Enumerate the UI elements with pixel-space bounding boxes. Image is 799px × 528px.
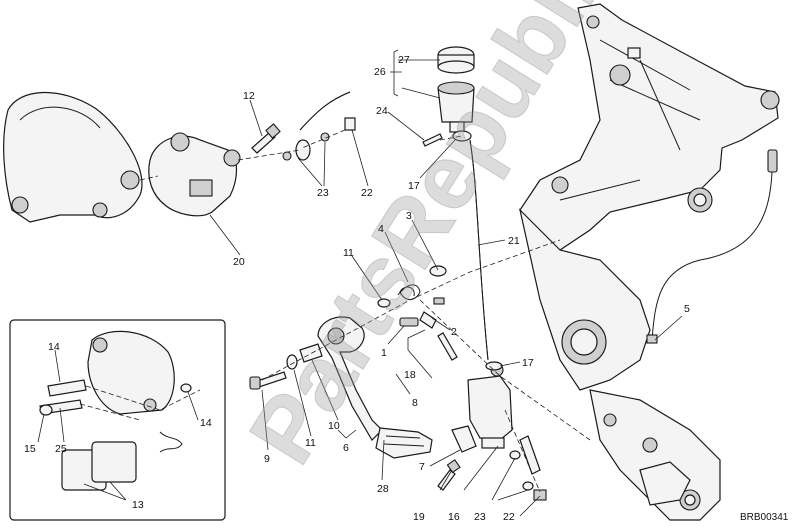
callout-22-lower: 22 <box>503 511 515 523</box>
master-cylinder-bolt <box>437 459 461 491</box>
caliper-bolt <box>251 123 281 154</box>
callout-26: 26 <box>374 66 386 78</box>
callout-10: 10 <box>328 420 340 432</box>
callout-5: 5 <box>684 303 690 315</box>
pedal-pivot-bolt <box>249 343 323 390</box>
brake-pedal <box>317 316 433 459</box>
callout-22-upper: 22 <box>361 187 373 199</box>
callout-23-lower: 23 <box>474 511 486 523</box>
callout-15: 15 <box>24 443 36 455</box>
callout-23-upper: 23 <box>317 187 329 199</box>
callout-14-left: 14 <box>48 341 60 353</box>
lower-banjo-bolt <box>509 435 547 501</box>
hose-clamp-lower <box>485 361 503 371</box>
pivot-pin <box>399 297 458 361</box>
callout-12: 12 <box>243 90 255 102</box>
callout-18: 18 <box>404 369 416 381</box>
return-spring <box>377 265 447 308</box>
callout-16: 16 <box>448 511 460 523</box>
callout-11-upper: 11 <box>343 247 354 259</box>
watermark: PartsRepublik <box>230 0 645 481</box>
footpeg-bracket <box>589 389 721 521</box>
callout-2: 2 <box>451 326 457 338</box>
callout-7: 7 <box>419 461 425 473</box>
callout-17-upper: 17 <box>408 180 420 192</box>
brake-fluid-reservoir <box>437 46 475 133</box>
brake-hose <box>282 91 356 161</box>
assembly-dashed-lines <box>79 129 591 493</box>
callout-17-lower: 17 <box>522 357 534 369</box>
callout-4: 4 <box>378 223 384 235</box>
frame-assembly <box>518 3 780 391</box>
abs-sensor-cable <box>646 149 778 344</box>
callout-11-lower: 11 <box>305 437 316 449</box>
leader-lines <box>37 49 683 517</box>
callout-28: 28 <box>377 483 389 495</box>
callout-3: 3 <box>406 210 412 222</box>
callout-8: 8 <box>412 397 418 409</box>
diagram-reference-code: BRB00341 <box>740 512 789 523</box>
callout-19: 19 <box>413 511 425 523</box>
callout-9: 9 <box>264 453 270 465</box>
callout-13: 13 <box>132 499 144 511</box>
caliper-bracket <box>3 91 143 223</box>
callout-25: 25 <box>55 443 67 455</box>
rear-master-cylinder <box>451 363 513 453</box>
rear-caliper <box>148 132 241 217</box>
callout-labels: 12 20 23 22 27 26 24 17 3 21 11 4 2 1 18… <box>24 54 690 523</box>
hose-clamp-upper <box>452 130 472 142</box>
reservoir-screw <box>422 133 443 147</box>
callout-21: 21 <box>508 235 520 247</box>
callout-1: 1 <box>381 347 387 359</box>
callout-6: 6 <box>343 442 349 454</box>
callout-20: 20 <box>233 256 245 268</box>
reservoir-hose <box>469 139 489 361</box>
callout-27: 27 <box>398 54 410 66</box>
callout-14-right: 14 <box>200 417 212 429</box>
callout-24: 24 <box>376 105 388 117</box>
